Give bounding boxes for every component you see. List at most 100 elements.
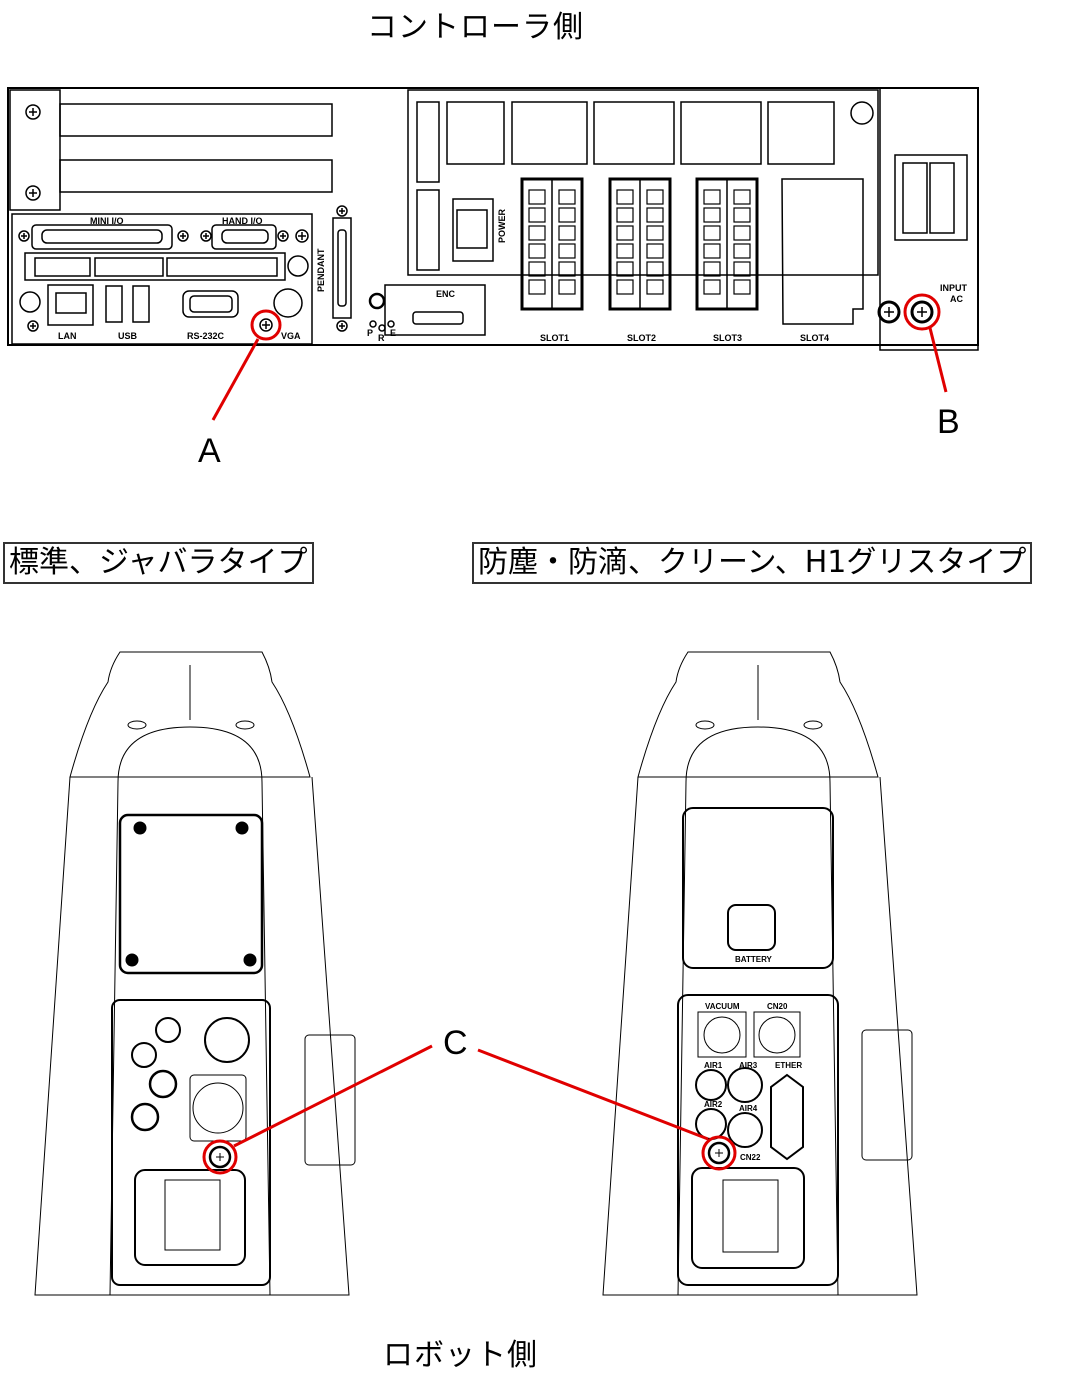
vga-port bbox=[273, 288, 303, 318]
screw-c-icon bbox=[208, 1145, 232, 1169]
slot-terminal-cell bbox=[703, 279, 721, 295]
screw-icon bbox=[177, 230, 189, 242]
slot3-connector bbox=[695, 177, 759, 311]
battery-label: BATTERY bbox=[735, 955, 773, 964]
callout-a-leader bbox=[211, 338, 260, 421]
screw-icon bbox=[25, 104, 41, 120]
led-e-label: E bbox=[390, 328, 396, 338]
air-fitting bbox=[155, 1017, 181, 1043]
hand-io-label: HAND I/O bbox=[222, 216, 263, 226]
io-board bbox=[11, 213, 313, 345]
air2-label: AIR2 bbox=[704, 1100, 723, 1109]
led-r-label: R bbox=[378, 333, 385, 343]
lan-label: LAN bbox=[58, 331, 77, 341]
screw-b-icon bbox=[910, 300, 934, 324]
slot-terminal-cell bbox=[528, 261, 546, 277]
slot-terminal-cell bbox=[733, 279, 751, 295]
power-switch bbox=[452, 198, 494, 262]
vacuum-label: VACUUM bbox=[705, 1002, 740, 1011]
power-connector bbox=[134, 1169, 246, 1266]
air4-fitting bbox=[727, 1112, 763, 1148]
callout-c-leader-right bbox=[477, 1048, 709, 1141]
slot-terminal-cell bbox=[733, 189, 751, 205]
slot2-connector bbox=[608, 177, 672, 311]
callout-b-leader bbox=[928, 327, 948, 393]
air1-label: AIR1 bbox=[704, 1061, 723, 1070]
slot-terminal-cell bbox=[733, 225, 751, 241]
vacuum-port bbox=[697, 1011, 747, 1058]
pc-bracket bbox=[9, 89, 61, 211]
slot4-cover bbox=[781, 178, 864, 325]
power-label: POWER bbox=[497, 208, 507, 243]
battery-cover bbox=[682, 807, 834, 969]
callout-a-label: A bbox=[198, 432, 221, 470]
screw-icon bbox=[277, 230, 289, 242]
hand-io-connector bbox=[211, 224, 277, 250]
slot-terminal-cell bbox=[733, 261, 751, 277]
slot-terminal-cell bbox=[616, 207, 634, 223]
pendant-label: PENDANT bbox=[316, 248, 326, 292]
slot4-label: SLOT4 bbox=[800, 333, 829, 343]
ether-port bbox=[204, 1017, 250, 1063]
slot-terminal-cell bbox=[616, 243, 634, 259]
callout-c-leader-left bbox=[233, 1044, 433, 1148]
screw-c-icon bbox=[707, 1141, 731, 1165]
slot-terminal-cell bbox=[733, 243, 751, 259]
rs232c-label: RS-232C bbox=[187, 331, 225, 341]
slot-terminal-cell bbox=[558, 207, 576, 223]
led-p-label: P bbox=[367, 328, 373, 338]
slot-terminal-cell bbox=[646, 261, 664, 277]
slot-terminal-cell bbox=[646, 243, 664, 259]
enc-label: ENC bbox=[436, 289, 456, 299]
callout-c-circle-right bbox=[701, 1135, 737, 1171]
slot-terminal-cell bbox=[733, 207, 751, 223]
air-fitting bbox=[148, 1069, 178, 1099]
connector-plate bbox=[111, 999, 271, 1286]
slot-terminal-cell bbox=[558, 243, 576, 259]
air4-label: AIR4 bbox=[739, 1104, 758, 1113]
slot-terminal-cell bbox=[528, 279, 546, 295]
battery-access bbox=[727, 904, 776, 951]
standard-type-label: 標準、ジャバラタイプ bbox=[3, 542, 314, 584]
mini-io-label: MINI I/O bbox=[90, 216, 124, 226]
enc-board bbox=[384, 284, 486, 336]
slot-terminal-cell bbox=[528, 243, 546, 259]
screw-icon bbox=[336, 320, 348, 332]
slot-terminal-cell bbox=[616, 261, 634, 277]
slot-terminals bbox=[528, 189, 751, 295]
air-fitting bbox=[131, 1042, 157, 1068]
controller-drawing bbox=[7, 87, 979, 351]
slot-terminal-cell bbox=[703, 225, 721, 241]
slot-terminal-cell bbox=[703, 189, 721, 205]
usb-port-1 bbox=[105, 285, 123, 323]
robot-protected bbox=[602, 651, 918, 1296]
slot-terminal-cell bbox=[616, 225, 634, 241]
screw-icon bbox=[18, 230, 30, 242]
controller-labels: MINI I/O HAND I/O LAN USB RS-232C VGA PE… bbox=[58, 208, 968, 343]
air3-fitting bbox=[727, 1067, 763, 1103]
pendant-connector bbox=[332, 217, 352, 319]
slot1-connector bbox=[520, 177, 584, 311]
ether-port bbox=[770, 1073, 804, 1161]
screw-icon bbox=[27, 320, 39, 332]
callout-c-circle-left bbox=[202, 1139, 238, 1175]
slot-terminal-cell bbox=[646, 225, 664, 241]
lan-port bbox=[47, 284, 94, 326]
air-fitting bbox=[130, 1102, 160, 1132]
ether-label: ETHER bbox=[775, 1061, 802, 1070]
fan-panel bbox=[407, 89, 879, 276]
slot3-label: SLOT3 bbox=[713, 333, 742, 343]
ac-label: AC bbox=[950, 294, 963, 304]
ground-screw-icon bbox=[877, 300, 901, 324]
slot2-label: SLOT2 bbox=[627, 333, 656, 343]
robot-side-title: ロボット側 bbox=[383, 1338, 538, 1373]
slot-terminal-cell bbox=[703, 243, 721, 259]
screw-icon bbox=[25, 185, 41, 201]
controller-side-title: コントローラ側 bbox=[367, 10, 584, 45]
mini-io-connector bbox=[31, 224, 173, 250]
callout-c-label: C bbox=[443, 1024, 468, 1062]
slot-terminal-cell bbox=[616, 279, 634, 295]
slot-terminal-cell bbox=[646, 279, 664, 295]
